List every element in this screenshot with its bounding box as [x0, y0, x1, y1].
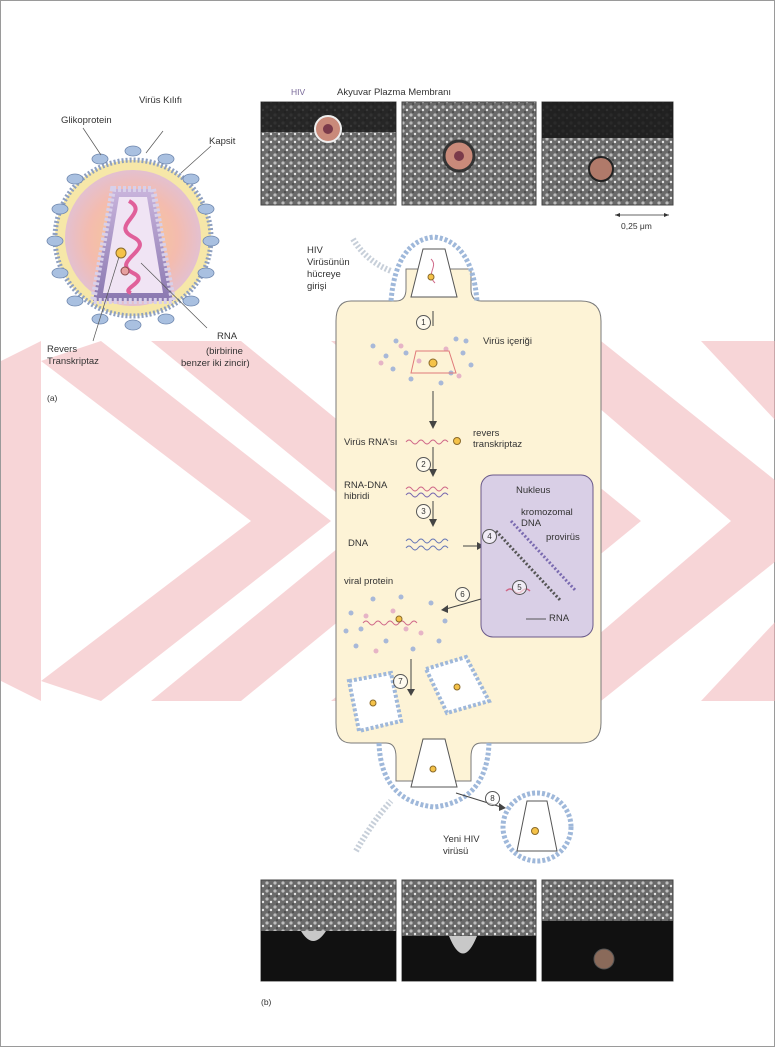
label-viral-rna: Virüs RNA'sı: [344, 437, 397, 448]
entry-label-4: girişi: [307, 281, 327, 292]
label-rt-1: revers: [473, 428, 499, 439]
label-reverse-1: Revers: [47, 344, 77, 355]
label-nucleus-rna: RNA: [549, 613, 569, 624]
bottom-micrographs: [261, 880, 673, 981]
step-marker-5: 5: [512, 580, 527, 595]
label-hybrid-2: hibridi: [344, 491, 369, 502]
label-new-hiv-1: Yeni HIV: [443, 834, 480, 845]
label-nucleus: Nukleus: [516, 485, 550, 496]
step-marker-1: 1: [416, 315, 431, 330]
label-rt-2: transkriptaz: [473, 439, 522, 450]
label-reverse-2: Transkriptaz: [47, 356, 99, 367]
label-new-hiv-2: virüsü: [443, 846, 468, 857]
label-capsid: Kapsit: [209, 136, 235, 147]
label-rna-note-2: benzer iki zincir): [181, 358, 250, 369]
label-dna: DNA: [348, 538, 368, 549]
hiv-virion-figure: [47, 128, 219, 341]
label-rna-note-1: (birbirine: [206, 346, 243, 357]
label-virus-contents: Virüs içeriği: [483, 336, 532, 347]
step-marker-3: 3: [416, 504, 431, 519]
top-micrographs: [261, 102, 673, 217]
entry-label-2: Virüsünün: [307, 257, 350, 268]
label-rna: RNA: [217, 331, 237, 342]
step-marker-6: 6: [455, 587, 470, 602]
label-viral-protein: viral protein: [344, 576, 393, 587]
label-glycoprotein: Glikoprotein: [61, 115, 112, 126]
step-marker-4: 4: [482, 529, 497, 544]
label-hiv: HIV: [291, 87, 305, 98]
panel-label-a: (a): [47, 393, 57, 404]
label-chromosomal-1: kromozomal: [521, 507, 573, 518]
label-hybrid-1: RNA-DNA: [344, 480, 387, 491]
label-provirus: provirüs: [546, 532, 580, 543]
entry-label-1: HIV: [307, 245, 323, 256]
entry-label-3: hücreye: [307, 269, 341, 280]
label-virus-envelope: Virüs Kılıfı: [139, 95, 182, 106]
new-hiv-virion: [456, 793, 571, 861]
label-plasma-membrane: Akyuvar Plazma Membranı: [337, 87, 451, 98]
step-marker-2: 2: [416, 457, 431, 472]
panel-label-b: (b): [261, 997, 271, 1008]
step-marker-7: 7: [393, 674, 408, 689]
step-marker-8: 8: [485, 791, 500, 806]
label-chromosomal-2: DNA: [521, 518, 541, 529]
host-cell: [336, 237, 601, 807]
scale-bar-label: 0,25 μm: [621, 221, 652, 232]
